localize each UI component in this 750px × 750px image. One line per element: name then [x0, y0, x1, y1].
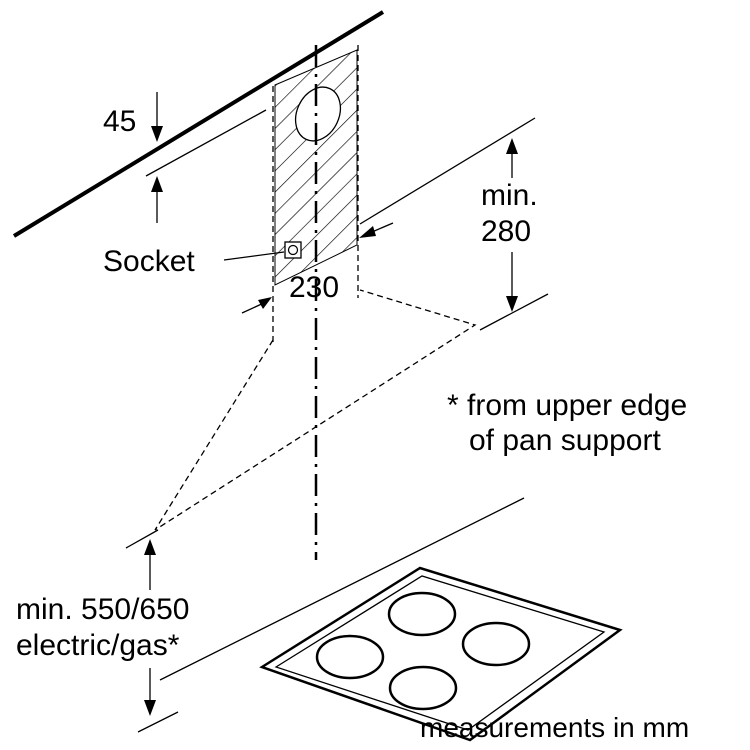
min-height-label-line2: 280 [481, 215, 531, 248]
hob-clearance-label-line2: electric/gas* [16, 629, 180, 662]
footnote-line2: of pan support [469, 424, 661, 457]
min-height-label-line1: min. [481, 179, 538, 212]
dimension-280-arrows [506, 138, 518, 312]
dimension-45-arrows [151, 92, 163, 223]
ceiling-gap-label: 45 [103, 105, 136, 138]
hob-burner-right [461, 621, 531, 667]
socket-label: Socket [103, 245, 195, 278]
ceiling-offset-line [145, 109, 267, 177]
hood-outline [154, 289, 477, 531]
hob-reference-line [125, 529, 159, 549]
footnote-line1: * from upper edge [447, 389, 687, 422]
ceiling-line [12, 10, 385, 238]
hob-clearance-label-line1: min. 550/650 [16, 593, 189, 626]
lower-reference-line [479, 293, 549, 331]
socket-leader-line [223, 251, 285, 261]
units-note: measurements in mm [420, 712, 689, 743]
hob [259, 566, 623, 742]
dimension-230-arrows [241, 222, 394, 314]
dimension-550-650-arrows [144, 539, 156, 716]
socket-icon [284, 241, 302, 259]
countertop-base-line [137, 711, 179, 733]
hob-burner-left [315, 634, 385, 680]
width-label: 230 [289, 271, 339, 304]
countertop-back-line [159, 497, 525, 681]
duct-opening [294, 86, 342, 142]
hob-burner-back [387, 591, 457, 637]
upper-reference-line [359, 117, 536, 225]
hob-burner-front [388, 665, 458, 711]
